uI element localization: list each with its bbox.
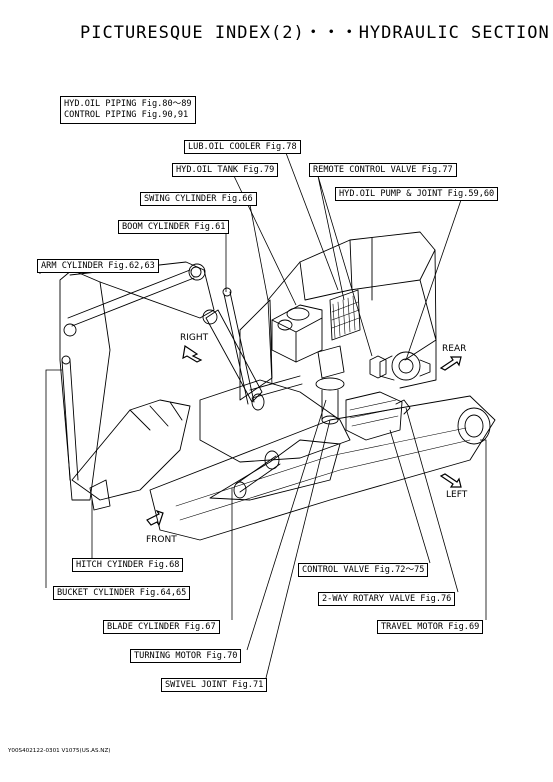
boom-cylinder-shape [223, 291, 255, 405]
blade-shape [209, 439, 341, 501]
oil-cooler-hatch [331, 295, 360, 339]
blade-cylinder-pin [233, 481, 247, 499]
swivel-bottom [321, 415, 339, 425]
rear-body [399, 279, 437, 389]
direction-rear: REAR [442, 344, 467, 354]
leader-lub-oil-cooler [285, 152, 339, 291]
crawler-track [149, 395, 496, 541]
turning-motor-shape [317, 345, 345, 379]
leader-control-valve [389, 429, 431, 564]
tank-gauge [277, 319, 293, 331]
travel-motor-hub [464, 414, 484, 438]
bucket-teeth [129, 401, 183, 431]
upper-body-roof [299, 249, 436, 301]
travel-motor-shape [457, 407, 491, 445]
hitch-shape [89, 479, 111, 511]
label-hyd-oil-pump: HYD.OIL PUMP & JOINT Fig.59,60 [335, 187, 499, 201]
direction-left: LEFT [446, 490, 468, 500]
bucket-cylinder-shape [61, 359, 79, 481]
label-control-valve: CONTROL VALVE Fig.72～75 [298, 563, 429, 577]
control-valve-shape [345, 391, 403, 441]
swivel-shaft [321, 389, 339, 421]
leader-travel-motor [480, 439, 487, 620]
boom-pin [202, 309, 218, 325]
pump-port [419, 359, 431, 377]
control-valve-spools [349, 399, 399, 427]
label-blade-cylinder: BLADE CYLINDER Fig.67 [103, 620, 220, 634]
label-control-piping: CONTROL PIPING Fig.90,91 [64, 110, 189, 120]
label-lub-oil-cooler: LUB.OIL COOLER Fig.78 [184, 140, 301, 154]
right-arrow-icon [182, 344, 203, 363]
leader-bucket-cylinder [45, 369, 62, 588]
boom-lower [205, 309, 263, 403]
label-bucket-cylinder: BUCKET CYLINDER Fig.64,65 [53, 586, 191, 600]
label-arm-cylinder: ARM CYLINDER Fig.62,63 [37, 259, 159, 273]
leader-swing-cylinder [249, 204, 273, 385]
label-boom-cylinder: BOOM CYLINDER Fig.61 [118, 220, 230, 234]
boom-upper [69, 261, 215, 319]
swing-cylinder-shape [249, 375, 303, 399]
boom-cylinder-pin [222, 287, 232, 297]
leader-hyd-oil-pump [405, 199, 462, 361]
label-turning-motor: TURNING MOTOR Fig.70 [130, 649, 242, 663]
track-shoes [175, 427, 471, 521]
direction-front: FRONT [146, 535, 177, 545]
label-remote-control-valve: REMOTE CONTROL VALVE Fig.77 [309, 163, 457, 177]
remote-control-valve-shape [369, 355, 387, 379]
leader-rotary-valve [405, 407, 459, 593]
label-hitch-cylinder: HITCH CYINDER Fig.68 [72, 558, 184, 572]
turntable [199, 379, 351, 463]
arm-cylinder-pin [190, 266, 202, 278]
label-hyd-oil-tank: HYD.OIL TANK Fig.79 [172, 163, 279, 177]
hyd-oil-tank-edges [271, 317, 323, 363]
arm-cylinder-shape [67, 269, 195, 327]
direction-right: RIGHT [180, 333, 209, 343]
swivel-top [315, 377, 345, 391]
oil-cooler-shape [329, 289, 361, 341]
bucket-shape [71, 399, 191, 501]
swing-cylinder-pin [251, 393, 265, 411]
boom-pin [188, 263, 206, 281]
label-swivel-joint: SWIVEL JOINT Fig.71 [161, 678, 268, 692]
leader-turning-motor [246, 399, 327, 651]
page-title: PICTURESQUE INDEX(2)・・・HYDRAULIC SECTION [80, 23, 550, 43]
hyd-pump-shape [391, 351, 421, 381]
leader-swivel-joint [265, 419, 331, 679]
document-code: Y00S402122-0301 V1075(US.AS.NZ) [8, 748, 111, 754]
left-arrow-icon [439, 473, 462, 488]
tank-cap [286, 307, 310, 321]
hyd-oil-tank-shape [271, 304, 323, 363]
label-rotary-valve: 2-WAY ROTARY VALVE Fig.76 [318, 592, 456, 606]
label-swing-cylinder: SWING CYLINDER Fig.66 [140, 192, 257, 206]
arm-pin [63, 323, 77, 337]
label-hyd-oil-piping: HYD.OIL PIPING Fig.80～89 [64, 99, 192, 109]
label-hyd-oil-piping-box: HYD.OIL PIPING Fig.80～89 CONTROL PIPING … [60, 96, 196, 124]
upper-body-outline [267, 231, 437, 361]
bucket-cylinder-pin [61, 355, 71, 365]
front-arrow-icon [146, 509, 164, 527]
label-travel-motor: TRAVEL MOTOR Fig.69 [377, 620, 484, 634]
hyd-pump-hub [398, 358, 414, 374]
cab-pillar [349, 239, 353, 291]
blade-cylinder-pin [264, 450, 280, 470]
rear-arrow-icon [439, 356, 462, 371]
leader-remote-control-valve [317, 175, 373, 357]
pump-joint [379, 355, 395, 381]
